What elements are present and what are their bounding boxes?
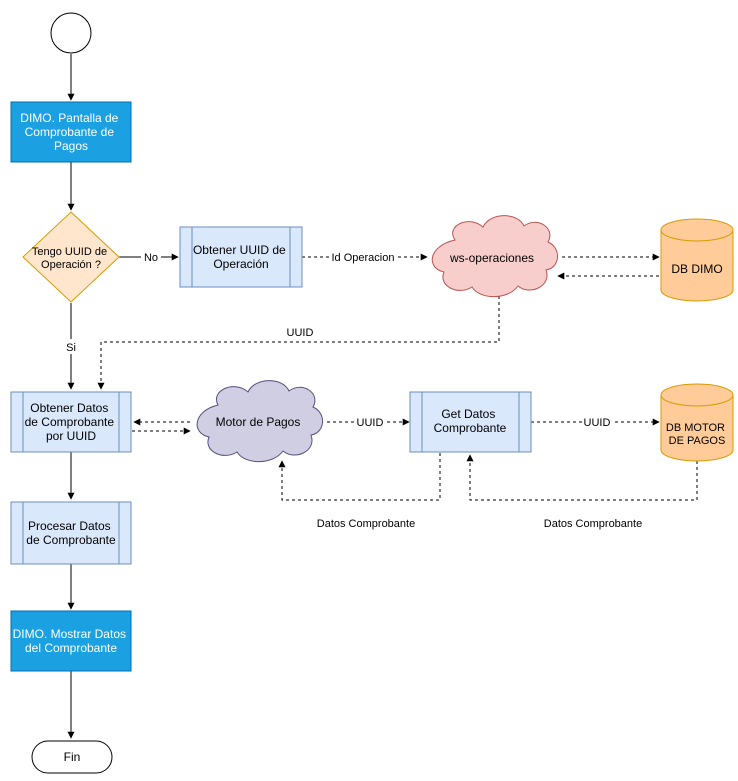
edge-get-datos-return-to-motor [278, 453, 441, 501]
get-datos-node: Get Datos Comprobante [409, 391, 532, 453]
fin-label: Fin [64, 750, 81, 764]
obtener-datos-line-1: Obtener Datos [30, 401, 108, 415]
svg-text:Procesar Datos de Compro: Procesar Datos de Comprobante [26, 519, 116, 547]
start-node [50, 12, 92, 54]
obtener-uuid-node: Obtener UUID de Operación [179, 226, 303, 288]
label-datos-comprobante-1: Datos Comprobante [317, 518, 415, 530]
db-dimo-node: DB DIMO [660, 218, 734, 302]
procesar-node: Procesar Datos de Comprobante [10, 501, 132, 565]
svg-text:DB MOTOR DE PAGOS: DB MOTOR DE PAGOS [666, 422, 728, 447]
label-uuid-db: UUID [584, 417, 611, 429]
label-id-operacion: Id Operacion [332, 252, 395, 264]
edges [67, 54, 698, 739]
get-datos-line-2: Comprobante [434, 421, 507, 435]
db-motor-line-2: DE PAGOS [669, 435, 726, 447]
label-uuid-motor: UUID [357, 417, 384, 429]
svg-text:Get Datos Comprobante: Get Datos Comprobante [434, 407, 507, 435]
procesar-line-1: Procesar Datos [28, 519, 111, 533]
db-motor-node: DB MOTOR DE PAGOS [660, 383, 734, 462]
label-si: Si [66, 342, 76, 354]
mostrar-node: DIMO. Mostrar Datos del Comprobante [10, 610, 132, 672]
pantalla-line-2: Comprobante de [25, 125, 115, 139]
decision-line-2: Operación ? [41, 259, 101, 271]
obtener-uuid-line-2: Operación [213, 257, 268, 271]
ws-operaciones-label: ws-operaciones [449, 251, 534, 265]
ws-operaciones-cloud: ws-operaciones [431, 215, 558, 298]
get-datos-line-1: Get Datos [441, 407, 495, 421]
db-dimo-label: DB DIMO [671, 262, 722, 276]
obtener-datos-line-3: por UUID [46, 429, 96, 443]
decision-node: Tengo UUID de Operación ? [22, 211, 120, 303]
mostrar-line-2: del Comprobante [25, 641, 117, 655]
mostrar-line-1: DIMO. Mostrar Datos [13, 627, 126, 641]
obtener-datos-node: Obtener Datos de Comprobante por UUID [10, 391, 132, 453]
motor-pagos-cloud: Motor de Pagos [196, 380, 323, 463]
decision-line-1: Tengo UUID de [32, 246, 107, 258]
pantalla-node: DIMO. Pantalla de Comprobante de Pagos [10, 101, 132, 163]
fin-node: Fin [31, 740, 113, 774]
db-motor-line-1: DB MOTOR [666, 422, 725, 434]
svg-text:Obtener Datos de Comprob: Obtener Datos de Comprobante por UUID [25, 401, 118, 443]
svg-text:DIMO. Pantalla de Compro: DIMO. Pantalla de Comprobante de Pagos [20, 111, 121, 153]
svg-text:Obtener UUID de Operació: Obtener UUID de Operación [193, 243, 289, 271]
obtener-uuid-line-1: Obtener UUID de [193, 243, 286, 257]
label-uuid-top: UUID [287, 327, 314, 339]
edge-db-motor-return-to-get-datos [466, 454, 698, 501]
svg-text:Tengo UUID de Operación: Tengo UUID de Operación ? [32, 246, 110, 271]
edge-labels: No Si Id Operacion UUID UUID UUID Datos … [61, 249, 642, 530]
pantalla-line-1: DIMO. Pantalla de [20, 111, 118, 125]
edge-ws-uuid-to-obtener-datos [97, 296, 500, 390]
label-datos-comprobante-2: Datos Comprobante [544, 518, 642, 530]
pantalla-line-3: Pagos [54, 139, 88, 153]
motor-pagos-label: Motor de Pagos [216, 415, 301, 429]
svg-text:DIMO. Mostrar Datos del: DIMO. Mostrar Datos del Comprobante [13, 627, 130, 655]
label-no: No [144, 252, 158, 264]
obtener-datos-line-2: de Comprobante [25, 415, 115, 429]
procesar-line-2: de Comprobante [26, 533, 116, 547]
